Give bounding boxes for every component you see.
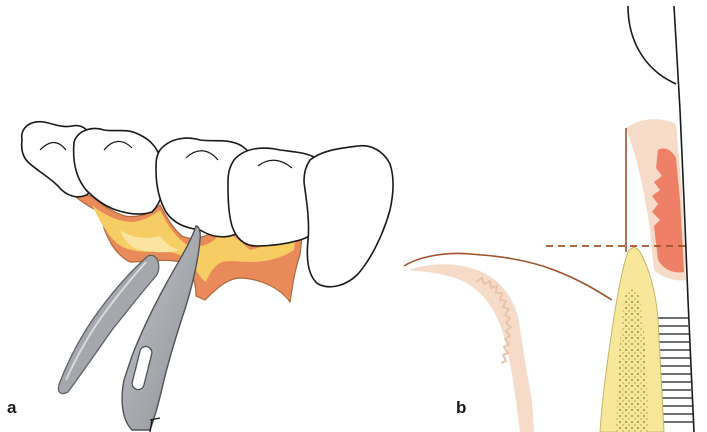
mucoperiosteal-flap-edge [404, 254, 612, 301]
panel-b-illustration [404, 6, 694, 432]
tooth-5 [304, 146, 393, 287]
tooth-crown-outline [628, 6, 676, 84]
panel-label-b: b [456, 398, 466, 418]
flap-connective-layer [408, 264, 534, 432]
scalpel-handle-edge [150, 418, 160, 432]
panel-label-a: a [7, 398, 16, 418]
panel-a-illustration [22, 122, 393, 432]
